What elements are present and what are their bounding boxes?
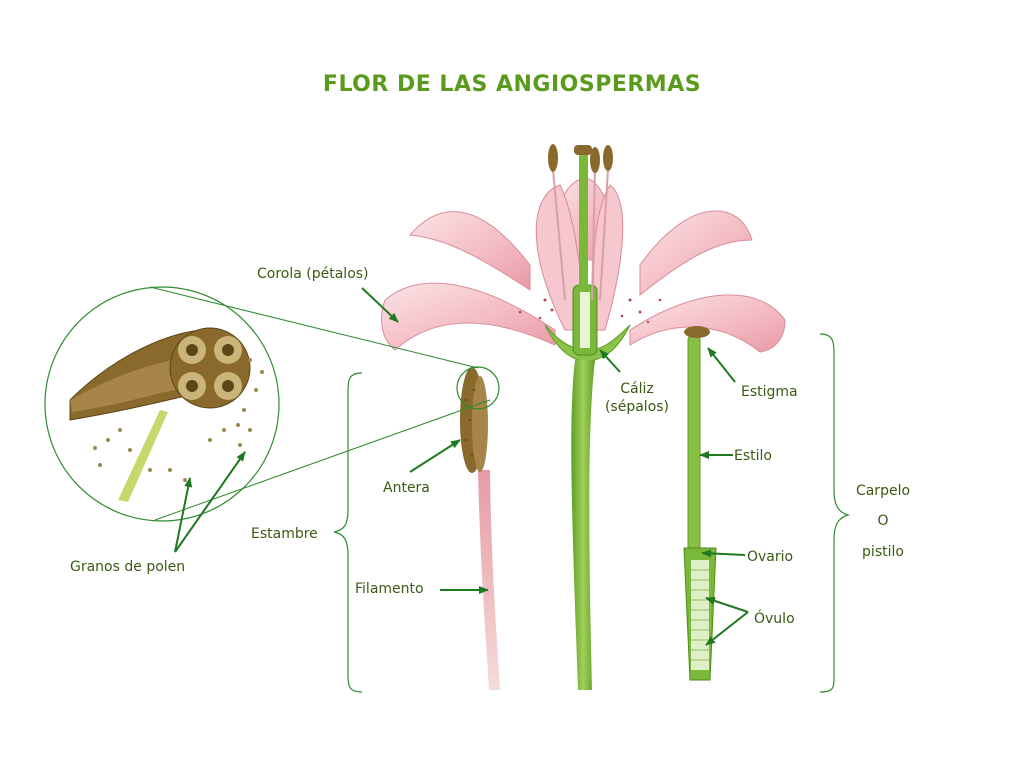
granos-arrow-right	[174, 451, 246, 553]
label-estambre: Estambre	[251, 526, 318, 542]
label-caliz-line2: (sépalos)	[604, 399, 670, 415]
antera-arrow	[409, 439, 461, 473]
label-o: O	[877, 513, 889, 529]
label-estigma: Estigma	[741, 384, 798, 400]
pistil-illustration	[683, 326, 717, 681]
estambre-brace	[333, 372, 363, 693]
label-ovario: Ovario	[747, 549, 794, 565]
ovulo-arrow-top	[705, 597, 749, 613]
corola-arrow	[361, 287, 399, 323]
label-granos-polen: Granos de polen	[70, 559, 186, 575]
granos-arrow-left	[174, 477, 193, 553]
page-title: FLOR DE LAS ANGIOSPERMAS	[322, 72, 702, 97]
label-corola: Corola (pétalos)	[257, 266, 369, 282]
stamen-illustration	[460, 367, 500, 690]
label-caliz: Cáliz (sépalos)	[598, 380, 676, 416]
label-filamento: Filamento	[355, 581, 424, 597]
zoom-connector-line-top	[149, 286, 479, 369]
caliz-arrow	[599, 349, 621, 373]
label-estilo: Estilo	[734, 448, 772, 464]
anther-zoom-circle	[44, 286, 280, 522]
label-ovulo: Óvulo	[754, 611, 795, 627]
estigma-arrow	[707, 347, 736, 383]
label-pistilo: pistilo	[862, 544, 904, 560]
carpelo-brace	[819, 333, 851, 693]
label-antera: Antera	[383, 480, 430, 496]
ovulo-arrow-bottom	[705, 611, 749, 646]
lily-flower	[381, 144, 786, 690]
label-caliz-line1: Cáliz	[620, 381, 654, 397]
anther-highlight-circle	[456, 366, 500, 410]
label-carpelo: Carpelo	[855, 483, 911, 499]
ovario-arrow	[701, 549, 746, 558]
